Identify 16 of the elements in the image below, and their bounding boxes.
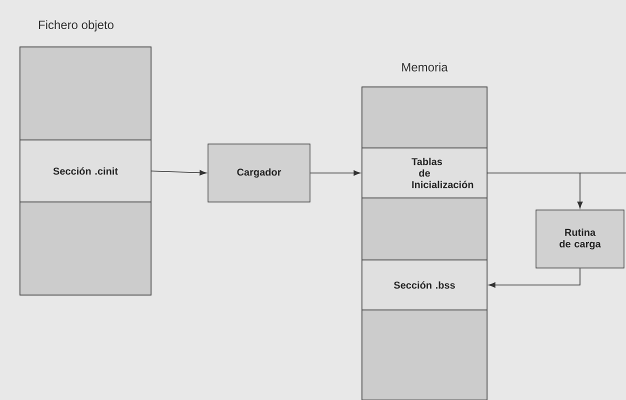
section-segment: Sección .bss	[362, 260, 488, 310]
arrow	[486, 172, 583, 208]
node-label: Memoria	[402, 62, 448, 72]
section-segment: Sección .cinit	[20, 140, 152, 202]
empty-segment	[20, 202, 152, 296]
arrow	[310, 170, 360, 176]
empty-segment	[362, 198, 488, 260]
process-box: Rutina de carga	[536, 210, 624, 268]
arrow	[488, 268, 580, 288]
empty-segment	[362, 310, 488, 400]
arrow	[150, 170, 206, 176]
empty-segment	[20, 46, 152, 140]
section-segment: Tablas de Inicialización	[362, 148, 488, 198]
process-box: Cargador	[208, 144, 310, 202]
node-label: Fichero objeto	[38, 20, 114, 32]
empty-segment	[362, 86, 488, 148]
